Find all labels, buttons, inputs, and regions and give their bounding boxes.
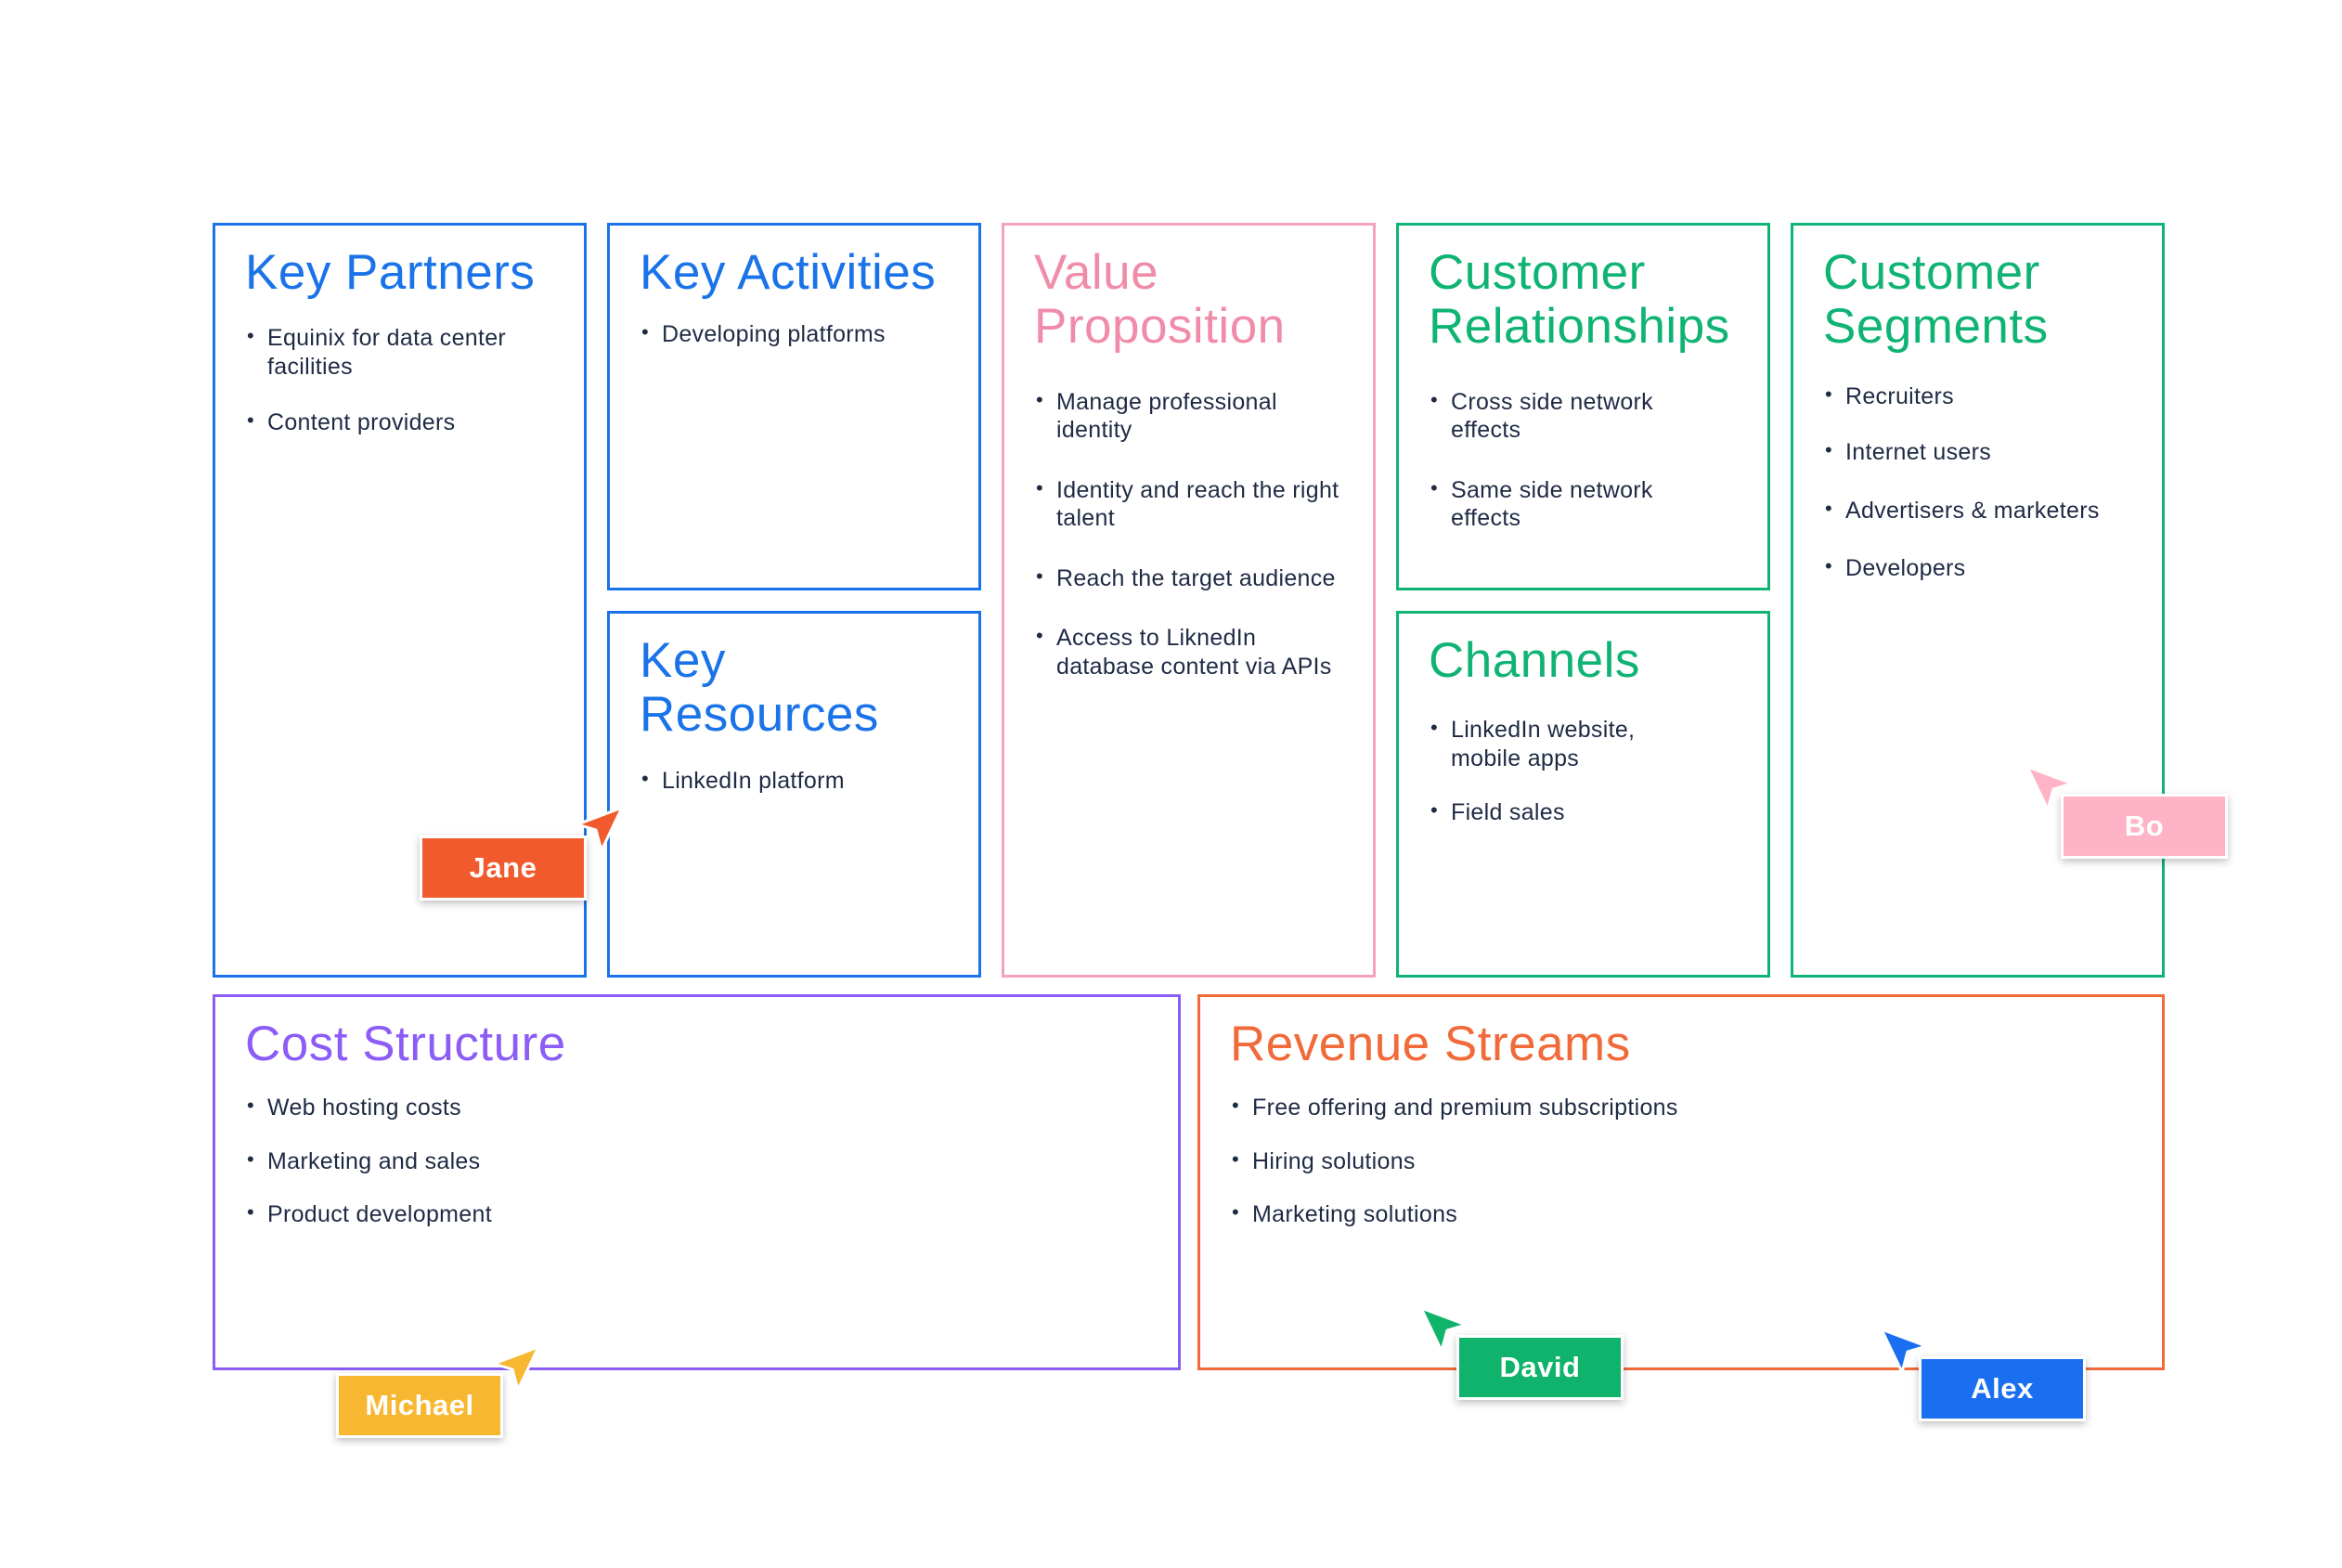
list-item: Identity and reach the right talent: [1034, 476, 1345, 533]
list-item: Internet users: [1823, 438, 2134, 467]
list-item: Marketing and sales: [245, 1147, 1150, 1176]
cursor-arrow-icon: [492, 1345, 540, 1392]
list-item: Field sales: [1429, 798, 1740, 827]
key-activities-block[interactable]: Key Activities Developing platforms: [607, 223, 981, 590]
list-item: Marketing solutions: [1230, 1200, 2134, 1229]
cost-structure-block[interactable]: Cost Structure Web hosting costs Marketi…: [213, 994, 1181, 1370]
cursor-arrow-icon: [576, 806, 624, 852]
item-list: Manage professional identity Identity an…: [1034, 388, 1345, 681]
item-list: Cross side network effects Same side net…: [1429, 388, 1740, 533]
list-item: Product development: [245, 1200, 1150, 1229]
revenue-streams-block[interactable]: Revenue Streams Free offering and premiu…: [1197, 994, 2165, 1370]
collaborator-label-bo: Bo: [2061, 794, 2228, 859]
list-item: LinkedIn website, mobile apps: [1429, 716, 1674, 772]
list-item: LinkedIn platform: [640, 767, 951, 796]
list-item: Content providers: [245, 408, 556, 437]
list-item: Cross side network effects: [1429, 388, 1692, 445]
cursor-arrow-icon: [1419, 1306, 1468, 1353]
item-list: Developing platforms: [640, 320, 951, 349]
list-item: Developers: [1823, 554, 2134, 583]
item-list: Web hosting costs Marketing and sales Pr…: [245, 1094, 1150, 1229]
item-list: Equinix for data center facilities Conte…: [245, 324, 556, 437]
list-item: Hiring solutions: [1230, 1147, 2134, 1176]
item-list: LinkedIn website, mobile apps Field sale…: [1429, 716, 1740, 827]
list-item: Free offering and premium subscriptions: [1230, 1094, 2134, 1122]
item-list: LinkedIn platform: [640, 767, 951, 796]
block-title: Value Proposition: [1034, 245, 1286, 355]
value-proposition-block[interactable]: Value Proposition Manage professional id…: [1002, 223, 1376, 978]
collaborator-label-alex: Alex: [1919, 1356, 2086, 1421]
key-partners-block[interactable]: Key Partners Equinix for data center fac…: [213, 223, 587, 978]
channels-block[interactable]: Channels LinkedIn website, mobile apps F…: [1396, 611, 1770, 978]
list-item: Reach the target audience: [1034, 564, 1345, 593]
block-title: Customer Relationships: [1429, 245, 1730, 355]
block-title: Key Activities: [640, 245, 937, 300]
block-title: Key Resources: [640, 633, 879, 743]
collaborator-label-jane: Jane: [420, 836, 587, 901]
list-item: Web hosting costs: [245, 1094, 1150, 1122]
block-title: Revenue Streams: [1230, 1017, 1631, 1071]
collaborator-label-david: David: [1456, 1335, 1624, 1400]
customer-segments-block[interactable]: Customer Segments Recruiters Internet us…: [1791, 223, 2165, 978]
block-title: Key Partners: [245, 245, 536, 300]
list-item: Equinix for data center facilities: [245, 324, 556, 381]
cursor-arrow-icon: [1880, 1328, 1928, 1374]
list-item: Access to LiknedIn database content via …: [1034, 624, 1345, 680]
collaborator-label-michael: Michael: [336, 1373, 503, 1438]
block-title: Customer Segments: [1823, 245, 2049, 355]
key-resources-block[interactable]: Key Resources LinkedIn platform: [607, 611, 981, 978]
item-list: Free offering and premium subscriptions …: [1230, 1094, 2134, 1229]
list-item: Manage professional identity: [1034, 388, 1345, 445]
list-item: Advertisers & marketers: [1823, 497, 2134, 525]
cursor-arrow-icon: [2025, 765, 2074, 811]
block-title: Cost Structure: [245, 1017, 566, 1071]
customer-relationships-block[interactable]: Customer Relationships Cross side networ…: [1396, 223, 1770, 590]
list-item: Same side network effects: [1429, 476, 1692, 533]
list-item: Recruiters: [1823, 382, 2134, 411]
list-item: Developing platforms: [640, 320, 951, 349]
block-title: Channels: [1429, 633, 1640, 688]
item-list: Recruiters Internet users Advertisers & …: [1823, 382, 2134, 583]
